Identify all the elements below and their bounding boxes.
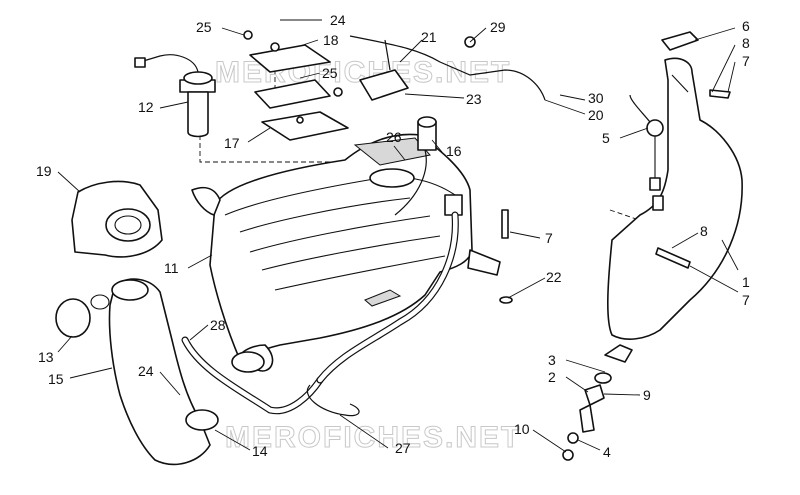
ref-line-b [609, 209, 646, 223]
callout-2: 2 [548, 369, 556, 385]
callout-27: 27 [395, 440, 411, 456]
callout-1: 1 [742, 274, 750, 290]
callout-29: 29 [490, 19, 506, 35]
callout-18: 18 [323, 32, 339, 48]
callout-7-middle: 7 [545, 230, 553, 246]
callout-14: 14 [252, 443, 268, 459]
callout-23: 23 [466, 91, 482, 107]
callout-9: 9 [643, 387, 651, 403]
fuel-tank [191, 133, 501, 372]
callout-16: 16 [446, 143, 462, 159]
callout-10: 10 [514, 421, 530, 437]
callout-11: 11 [164, 260, 179, 276]
callout-25-middle: 25 [322, 65, 338, 81]
callout-12: 12 [138, 99, 154, 115]
callout-5: 5 [602, 130, 610, 146]
bracket-assembly [249, 42, 349, 141]
callout-6: 6 [742, 18, 750, 34]
leader-lines [57, 19, 739, 453]
callout-25-top: 25 [196, 19, 212, 35]
callout-17: 17 [224, 135, 240, 151]
callout-labels: 1 2 3 4 5 6 7 7 7 8 8 9 10 11 12 13 14 1… [36, 12, 750, 460]
screws [243, 30, 731, 304]
callout-8-top: 8 [742, 35, 750, 51]
callout-15: 15 [48, 371, 64, 387]
callout-20: 20 [588, 107, 604, 123]
fuel-pump [134, 54, 216, 138]
hose-couplings [181, 211, 459, 431]
callout-24-bottom: 24 [138, 363, 154, 379]
callout-7-bottom: 7 [742, 292, 750, 308]
callout-24-top: 24 [330, 12, 346, 28]
callout-4: 4 [603, 444, 611, 460]
callout-19: 19 [36, 163, 52, 179]
callout-3: 3 [548, 352, 556, 368]
callout-30: 30 [588, 90, 604, 106]
level-sender [394, 116, 437, 216]
callout-13: 13 [38, 349, 54, 365]
callout-21: 21 [421, 29, 437, 45]
expansion-tank [607, 31, 743, 340]
callout-8-bottom: 8 [700, 223, 708, 239]
drain-fittings [562, 344, 633, 461]
filler-neck [55, 278, 211, 466]
ref-line-a [199, 135, 420, 163]
callout-7-top: 7 [742, 53, 750, 69]
tank-cover [71, 180, 163, 258]
callout-22: 22 [546, 269, 562, 285]
callout-28: 28 [210, 317, 226, 333]
level-sensor [629, 94, 664, 211]
callout-26: 26 [386, 129, 402, 145]
